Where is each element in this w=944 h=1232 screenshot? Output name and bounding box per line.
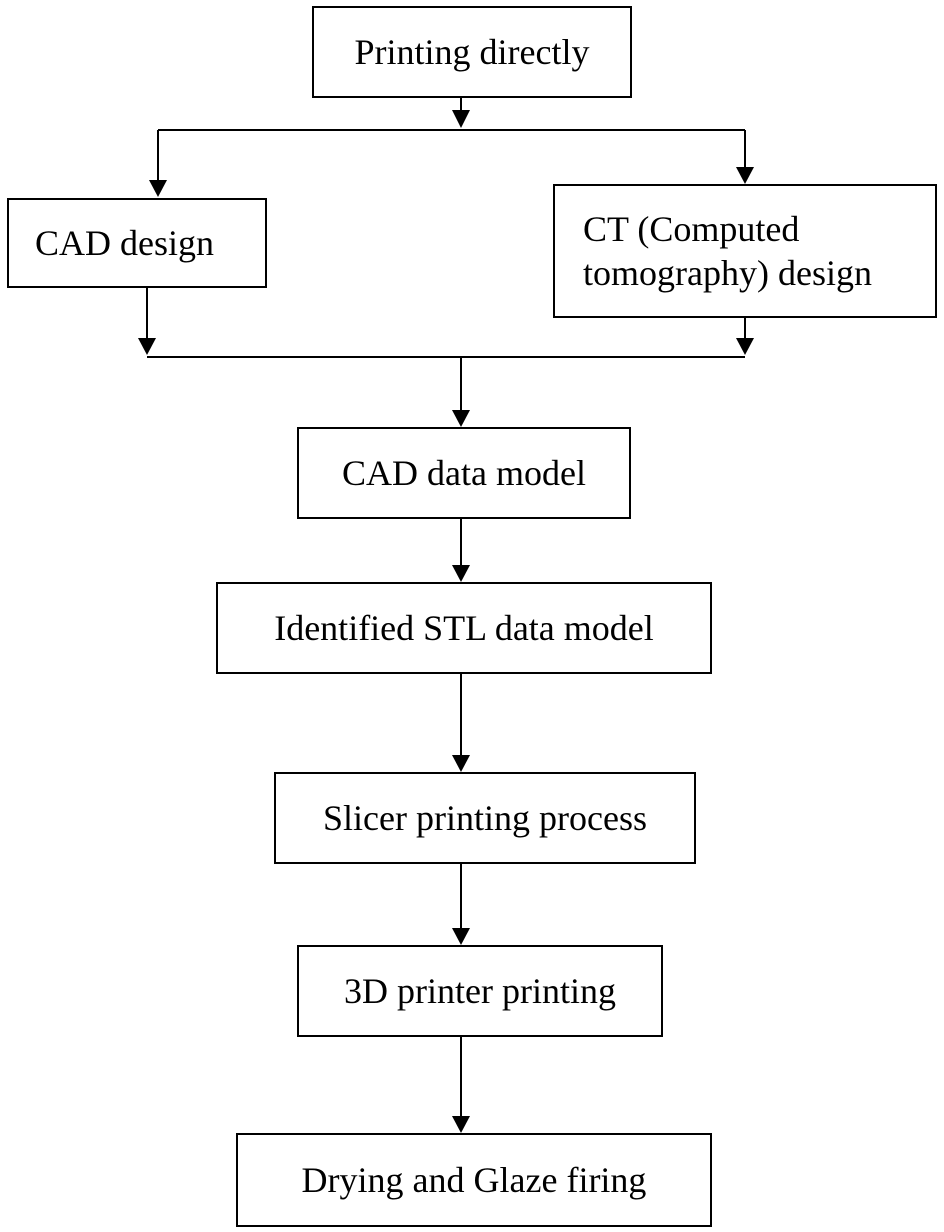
node-label: Drying and Glaze firing bbox=[301, 1160, 647, 1200]
node-label: CT (Computed tomography) design bbox=[583, 209, 872, 293]
arrowhead-print-split bbox=[452, 110, 470, 128]
arrowhead-to-drying bbox=[452, 1116, 470, 1133]
node-label: 3D printer printing bbox=[344, 971, 616, 1011]
arrowhead-to-slicer bbox=[452, 755, 470, 772]
node-stl-data-model: Identified STL data model bbox=[216, 582, 712, 674]
node-printing-directly: Printing directly bbox=[312, 6, 632, 98]
node-label: Printing directly bbox=[354, 32, 590, 72]
node-label: Slicer printing process bbox=[323, 798, 647, 838]
node-ct-design: CT (Computed tomography) design bbox=[553, 184, 937, 318]
node-3d-printer-printing: 3D printer printing bbox=[297, 945, 663, 1037]
node-slicer-printing-process: Slicer printing process bbox=[274, 772, 696, 864]
node-label: CAD data model bbox=[342, 453, 586, 493]
node-cad-data-model: CAD data model bbox=[297, 427, 631, 519]
arrowhead-to-ct-design bbox=[736, 167, 754, 184]
arrowhead-cad-merge bbox=[138, 338, 156, 355]
arrowhead-to-3d-printer bbox=[452, 928, 470, 945]
arrowhead-to-cad-design bbox=[149, 180, 167, 197]
node-drying-and-glaze-firing: Drying and Glaze firing bbox=[236, 1133, 712, 1227]
arrowhead-to-cad-data-model bbox=[452, 410, 470, 427]
arrowhead-to-stl bbox=[452, 565, 470, 582]
node-label: Identified STL data model bbox=[274, 608, 654, 648]
arrowhead-ct-merge bbox=[736, 338, 754, 355]
node-cad-design: CAD design bbox=[7, 198, 267, 288]
node-label: CAD design bbox=[35, 223, 214, 263]
